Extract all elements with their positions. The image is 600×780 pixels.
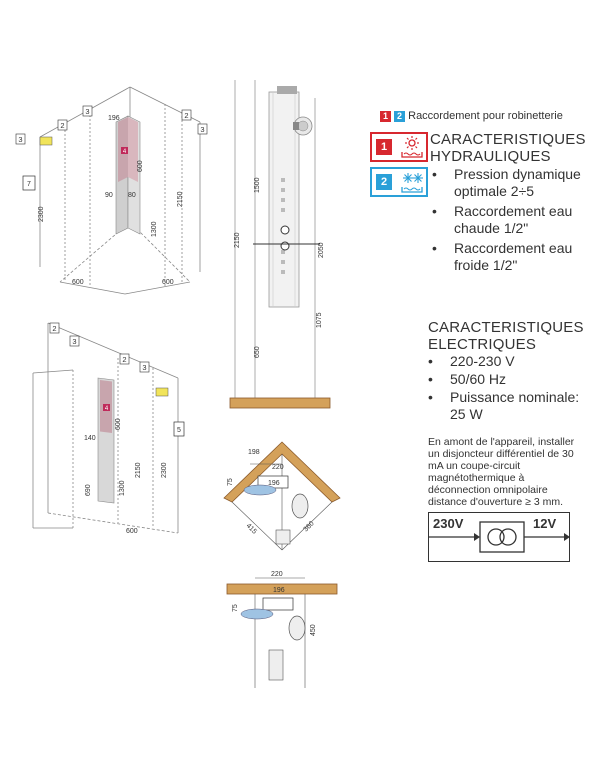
dim: 75 [227,478,234,486]
dim: 196 [268,480,280,487]
electric-title-line-2: ELECTRIQUES [428,336,537,353]
badge-cold: 2 [394,110,406,122]
corner-top-view: 198 220 196 75 415 360 [223,441,341,551]
dim: 196 [108,115,120,122]
tag: 2 [52,324,56,333]
column-front-view: 1500 2150 2050 1075 650 [229,80,331,409]
dim: 2150 [135,462,142,478]
dim: 2050 [318,242,325,258]
dim: 198 [248,449,260,456]
dim: 415 [245,522,258,535]
dim: 2300 [38,206,45,222]
dim: 1300 [119,480,126,496]
tag: 3 [200,125,204,134]
transformer-in: 230V [433,516,464,531]
legend-text: Raccordement pour robinetterie [408,110,563,122]
dim: 140 [84,435,96,442]
electric-item: 50/60 Hz [428,371,588,388]
electric-box-icon [39,136,53,146]
dim: 690 [85,484,92,496]
dim: 196 [273,587,285,594]
electric-note: En amont de l'appareil, installer un dis… [428,436,575,508]
electric-list: 220-230 V 50/60 Hz Puissance nominale: 2… [428,353,588,426]
switch-icon [22,175,36,191]
hydraulic-title-line-1: CARACTERISTIQUES [430,131,586,148]
tag: 2 [184,111,188,120]
marker-label: 4 [123,149,127,155]
tag: 3 [72,337,76,346]
wall-top-view: 220 196 75 450 [226,571,338,688]
electric-title: CARACTERISTIQUES ELECTRIQUES [428,319,584,353]
switch-icon [173,421,185,437]
wall-install-diagram: 4 2 3 2 3 5 140 600 2150 2300 1300 690 6… [32,322,185,535]
dim: 1075 [316,312,323,328]
dim: 600 [126,528,138,535]
dim: 2300 [161,462,168,478]
electric-title-line-1: CARACTERISTIQUES [428,319,584,336]
dim: 600 [162,279,174,286]
tag: 3 [142,363,146,372]
hydraulic-item: Raccordement eau froide 1/2" [432,240,592,274]
dim: 80 [128,192,136,199]
dim: 1300 [151,221,158,237]
transformer-out: 12V [533,516,557,531]
transformer-icon [427,520,570,553]
hydraulic-list: Pression dynamique optimale 2÷5 Raccorde… [432,166,592,277]
dim: 90 [105,192,113,199]
cold-water-badge: 2 [376,174,392,190]
transformer-box: 230V 12V [427,512,570,562]
side-tag: 7 [27,181,31,188]
dim: 2150 [177,191,184,207]
marker-label: 4 [105,406,109,412]
hydraulic-title-line-2: HYDRAULIQUES [430,148,551,165]
hydraulic-item: Raccordement eau chaude 1/2" [432,203,592,237]
dim: 2150 [234,232,241,248]
hot-water-icon: 1 [370,132,428,162]
tag: 2 [122,355,126,364]
dim: 75 [232,604,239,612]
tag: 2 [60,121,64,130]
marker-4 [103,404,110,411]
dim: 600 [72,279,84,286]
dim: 1500 [254,177,261,193]
side-tag: 5 [177,427,181,434]
dim: 650 [254,346,261,358]
hydraulic-item: Pression dynamique optimale 2÷5 [432,166,592,200]
tag: 3 [18,135,22,144]
cold-water-icon: 2 [370,167,428,197]
dim: 600 [137,160,144,172]
legend: 1 2 Raccordement pour robinetterie [380,110,563,122]
dim: 450 [310,624,317,636]
snowflake-icon [401,173,423,193]
electric-item: Puissance nominale: 25 W [428,389,588,423]
corner-install-diagram: 4 3 2 3 2 3 7 196 600 80 90 2300 2150 13… [15,86,208,295]
dim: 600 [115,418,122,430]
badge-hot: 1 [380,110,391,122]
hot-water-badge: 1 [376,139,392,155]
dim: 220 [272,464,284,471]
tag: 3 [85,107,89,116]
electric-box-icon [155,387,169,397]
marker-4 [121,147,128,154]
dim: 360 [302,520,315,533]
sun-icon [401,136,423,158]
electric-item: 220-230 V [428,353,588,370]
dim: 220 [271,571,283,578]
hydraulic-title: CARACTERISTIQUES HYDRAULIQUES [430,131,586,165]
